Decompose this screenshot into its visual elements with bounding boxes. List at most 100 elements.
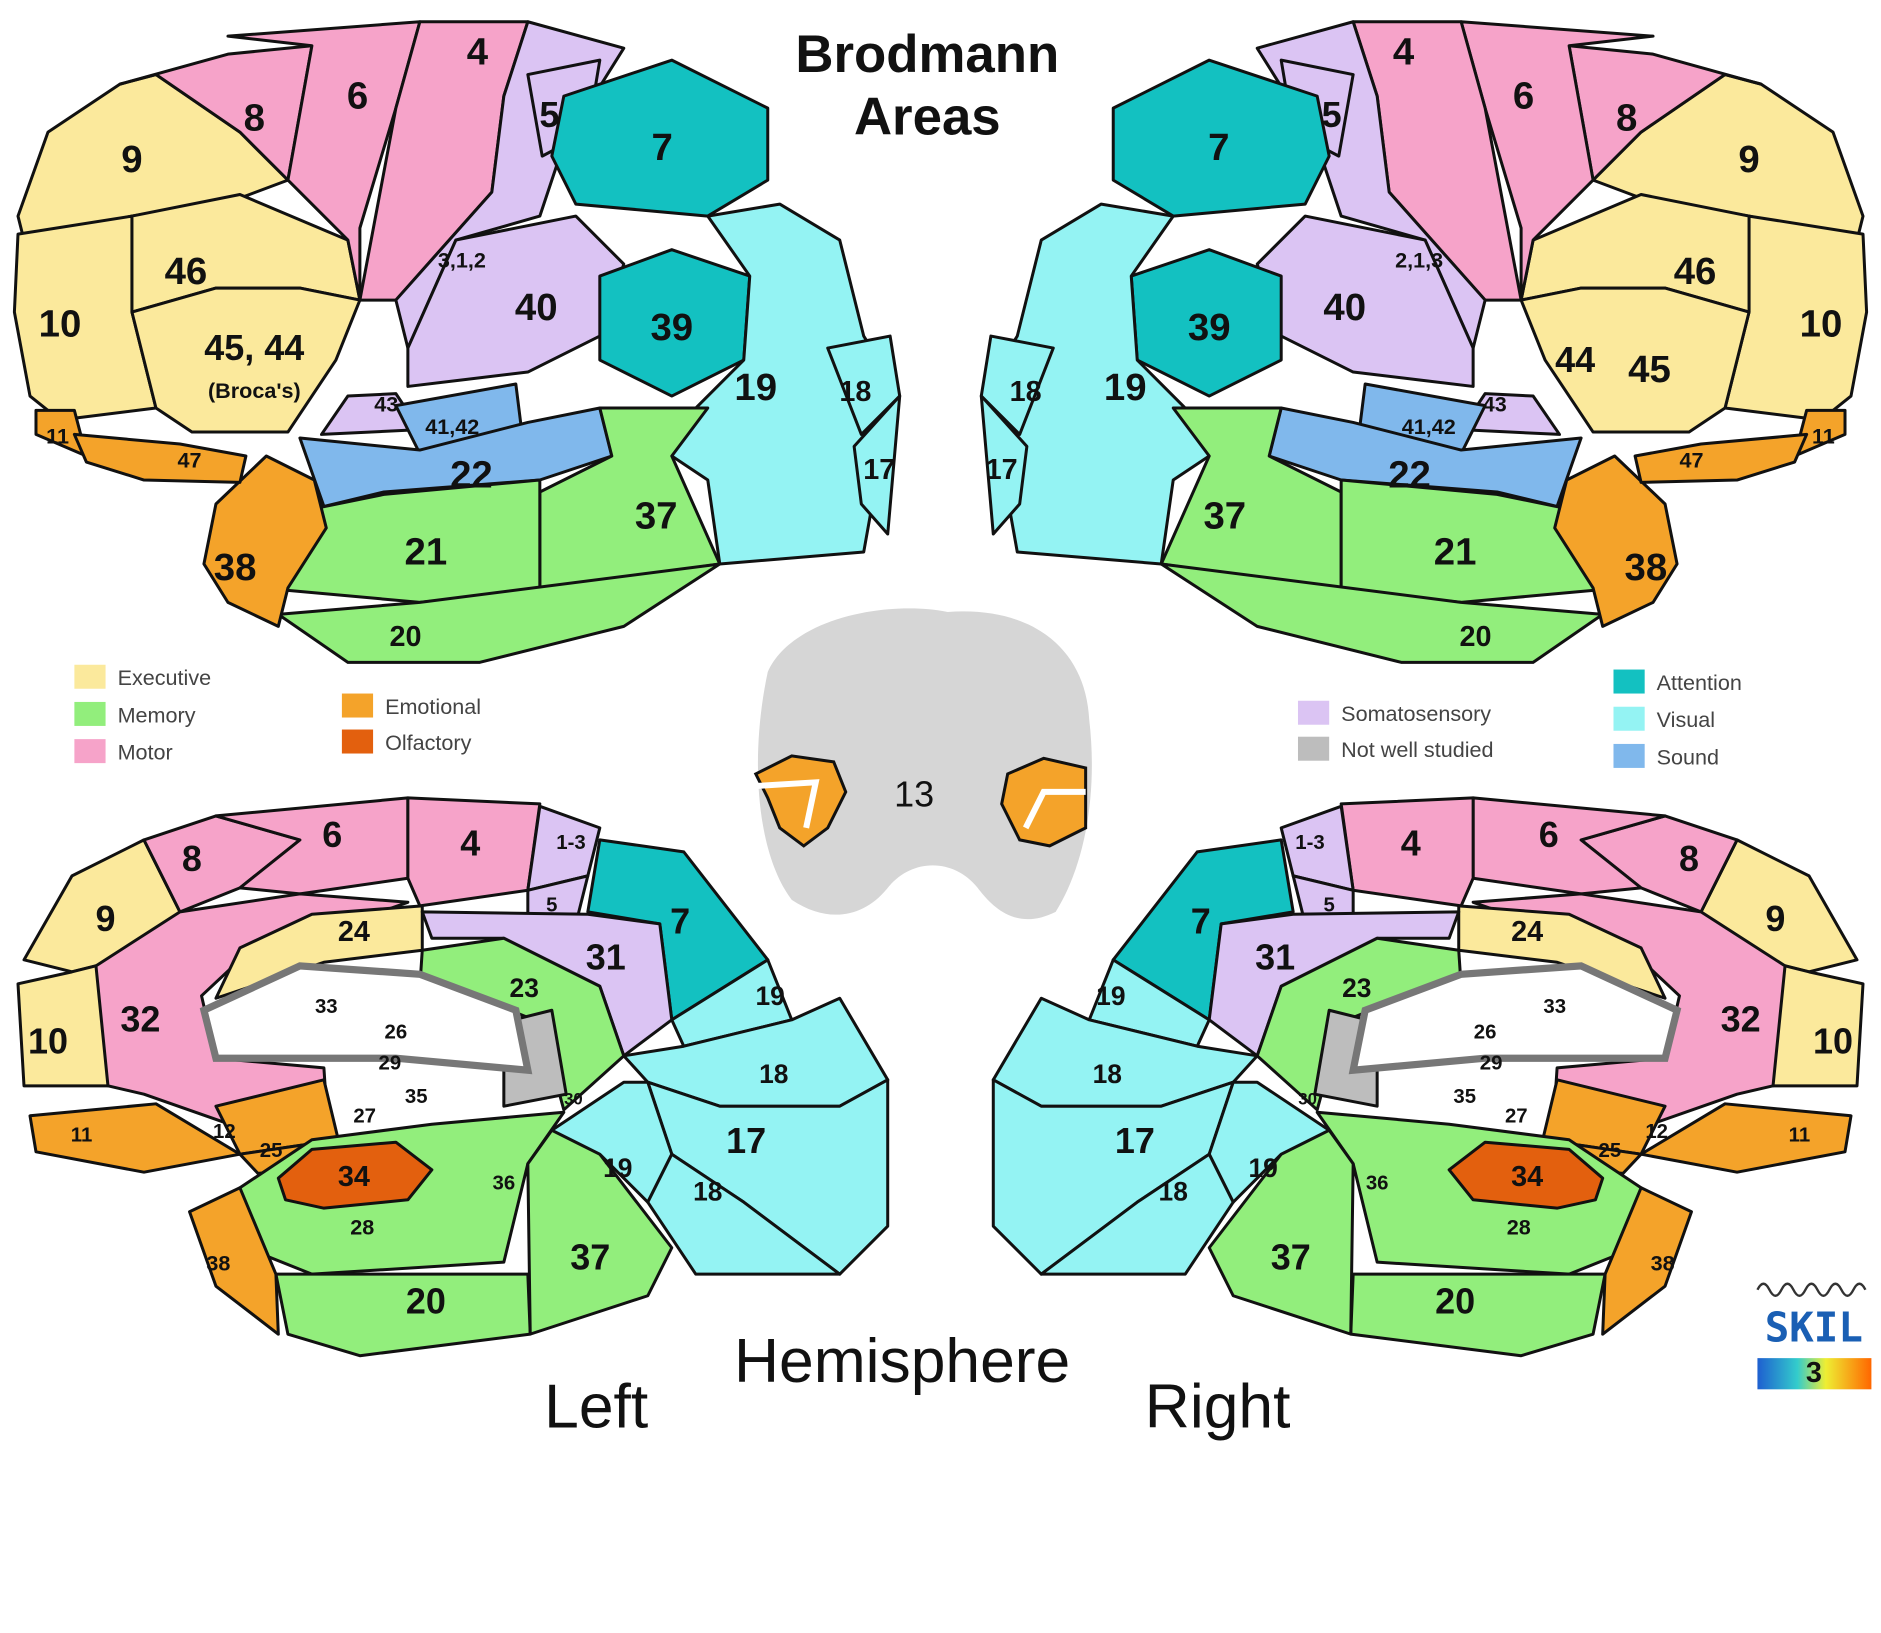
area-label: 17 [986,454,1018,486]
hemisphere-label: Hemisphere [734,1327,1070,1396]
area-label: 43 [1483,391,1507,416]
area-label: 20 [389,621,421,653]
area-label: 41,42 [1402,414,1456,439]
area-label: 23 [1342,973,1371,1003]
area-label: 21 [405,531,448,574]
area-label: 40 [515,286,558,329]
brodmann-area-40-region [406,214,626,388]
area-annotation-label: 36 [493,1173,516,1195]
area-label: 37 [635,495,678,538]
area-label: 9 [1738,138,1759,181]
area-label: 22 [1388,454,1431,497]
area-label: 7 [1191,900,1211,941]
area-label: 5 [546,894,557,916]
legend-label-soma: Somatosensory [1341,701,1491,726]
area-label: 11 [46,424,69,449]
brodmann-area-7-region [1111,58,1331,218]
area-label: 7 [1208,126,1229,169]
area-annotation-label: (Broca's) [208,378,301,403]
left-insula-white-matter [757,779,820,829]
brodmann-area-38-region [1553,454,1679,628]
coronal-section: 13 [753,608,1092,920]
area-label: 31 [586,936,626,977]
area-13-label: 13 [894,773,934,814]
brodmann-area-4-region [406,796,542,908]
area-annotation-label: 35 [405,1086,428,1108]
legend-label-unstudied: Not well studied [1341,737,1493,762]
area-label: 19 [1249,1153,1278,1183]
brodmann-area-47-region [1633,432,1809,484]
legend-swatch-unstudied [1297,736,1330,761]
area-annotation-label: 33 [1543,996,1566,1018]
logo-number: 3 [1806,1357,1822,1389]
left-label: Left [544,1373,648,1442]
area-label: 4 [467,30,489,73]
legend-label-sound: Sound [1657,744,1719,769]
area-annotation-label: 27 [353,1105,376,1127]
area-label: 5 [539,94,559,135]
area-annotation-label: 29 [379,1053,402,1075]
area-label: 4 [1401,822,1421,863]
area-label: 17 [1115,1120,1155,1161]
legend-swatch-olfactory [341,729,374,754]
area-label: 37 [570,1236,610,1277]
area-annotation-label: 27 [1505,1105,1528,1127]
area-label: 18 [693,1177,722,1207]
area-label: 38 [1651,1250,1675,1275]
area-label: 18 [759,1059,788,1089]
area-annotation-label: 35 [1453,1086,1476,1108]
brodmann-area-34-region [276,1140,434,1210]
area-label: 38 [206,1250,230,1275]
area-label: 2,1,3 [1395,247,1443,272]
area-label: 32 [120,999,160,1040]
area-label: 47 [1679,448,1703,473]
legend-swatch-motor [74,739,106,764]
area-label: 24 [338,916,370,948]
brodmann-area-20-region [1349,1272,1607,1358]
area-label: 8 [1679,838,1699,879]
corpus-callosum-shape [199,962,533,1075]
title-line-1: Brodmann [795,25,1059,84]
area-label: 6 [322,814,342,855]
medial-right-view: 9108641-35732243123301112252834382037191… [991,796,1865,1358]
area-label: 38 [1625,546,1668,589]
area-label: 37 [1203,495,1246,538]
area-label: 6 [1513,75,1534,118]
area-label: 38 [214,546,257,589]
area-label: 18 [1093,1059,1122,1089]
area-label: 6 [1539,814,1559,855]
area-label: 9 [96,898,116,939]
brodmann-area-20-region [276,562,722,664]
brodmann-area-44-region [1519,286,1751,434]
brodmann-area-18-region [646,1152,842,1276]
area-label: 47 [178,448,202,473]
area-label: 10 [39,303,82,346]
brodmann-area-20-region [1159,562,1605,664]
area-label: 28 [1507,1214,1531,1239]
area-label: 5 [1324,894,1335,916]
brodmann-area-38-region [1601,1186,1693,1336]
brodmann-area-17-region [979,394,1029,536]
logo-text: SKIL [1765,1303,1863,1351]
area-label: 1-3 [556,832,585,854]
brodmann-area-34-region [1447,1140,1605,1210]
brodmann-area-11-region [28,1102,242,1174]
area-label: 31 [1255,936,1295,977]
legend-swatch-executive [74,664,106,689]
legend-swatch-soma [1297,700,1330,725]
area-label: 34 [338,1161,370,1193]
area-label: 40 [1323,286,1366,329]
area-label: 19 [1104,366,1147,409]
area-label: 34 [1511,1161,1543,1193]
legend-swatch-attention [1613,669,1645,694]
area-label: 1-3 [1295,832,1324,854]
legend-swatch-memory [74,701,106,726]
area-label: 10 [1813,1020,1853,1061]
legend-swatch-sound [1613,743,1645,768]
area-label: 20 [406,1281,446,1322]
area-label: 25 [1599,1140,1622,1162]
brodmann-area-40-region [1255,214,1475,388]
legend-label-emotional: Emotional [385,694,481,719]
legend-label-memory: Memory [118,702,196,727]
